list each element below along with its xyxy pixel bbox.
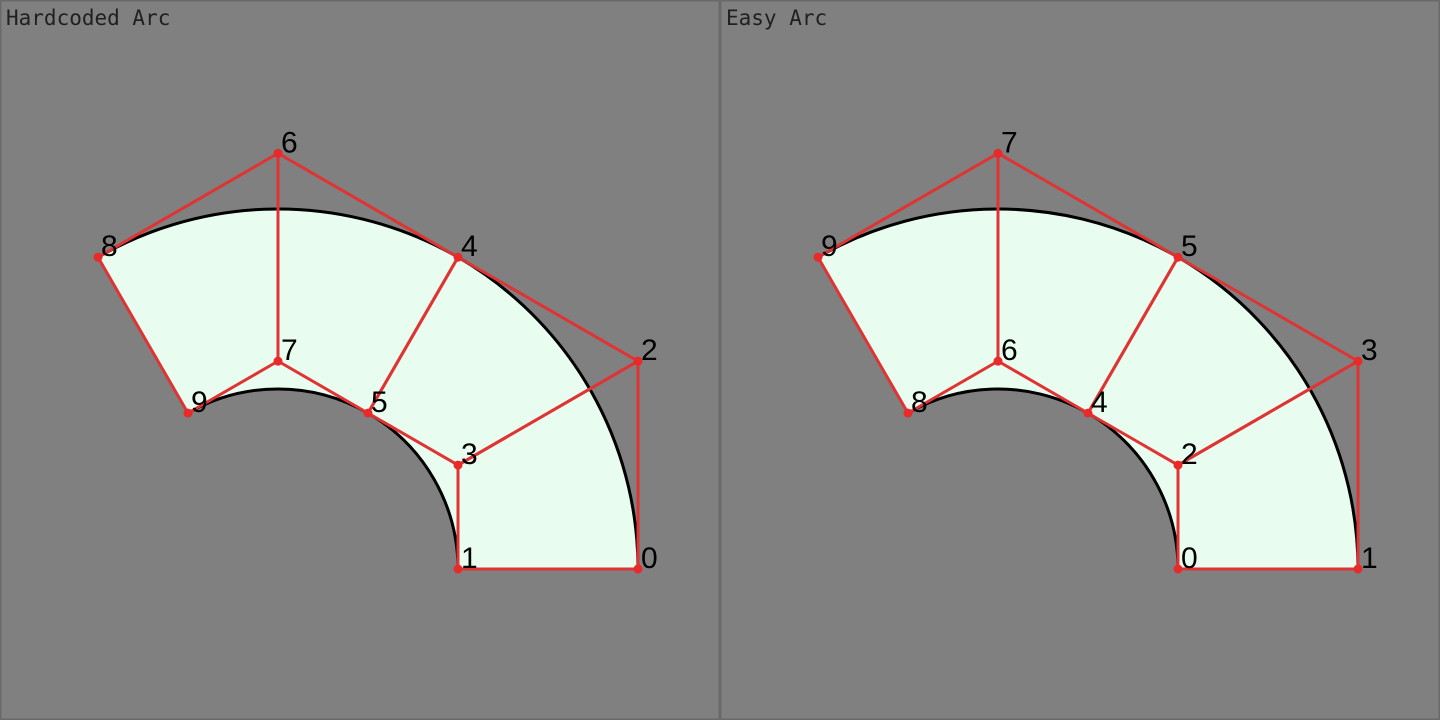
panel-border bbox=[0, 0, 720, 720]
band-fill bbox=[818, 208, 1358, 569]
panel-title: Easy Arc bbox=[726, 6, 827, 30]
control-point-4 bbox=[453, 252, 463, 262]
control-point-4 bbox=[1083, 408, 1093, 418]
control-point-5 bbox=[363, 408, 373, 418]
control-point-3 bbox=[1353, 356, 1363, 366]
control-point-7 bbox=[273, 356, 283, 366]
control-point-label-0: 0 bbox=[1181, 542, 1198, 575]
control-point-label-0: 0 bbox=[641, 542, 658, 575]
control-point-7 bbox=[993, 148, 1003, 158]
control-point-label-9: 9 bbox=[821, 230, 838, 263]
control-point-label-2: 2 bbox=[1181, 438, 1198, 471]
control-point-1 bbox=[1353, 564, 1363, 574]
arc-band bbox=[97, 207, 640, 570]
control-point-2 bbox=[633, 356, 643, 366]
control-point-0 bbox=[633, 564, 643, 574]
control-point-8 bbox=[903, 408, 913, 418]
control-point-2 bbox=[1173, 460, 1183, 470]
control-points bbox=[813, 148, 1363, 574]
control-point-label-3: 3 bbox=[461, 438, 478, 471]
control-point-label-5: 5 bbox=[1181, 230, 1198, 263]
control-point-labels: 0 1 2 3 4 5 6 7 8 9 bbox=[821, 126, 1378, 575]
band-fill bbox=[98, 208, 638, 569]
panel-hardcoded-arc: 0 1 2 3 4 5 6 7 8 9 Hardcoded Arc bbox=[0, 0, 720, 720]
control-point-8 bbox=[93, 252, 103, 262]
control-point-label-8: 8 bbox=[911, 386, 928, 419]
panel-easy-arc: 0 1 2 3 4 5 6 7 8 9 Easy Arc bbox=[720, 0, 1440, 720]
control-point-label-4: 4 bbox=[461, 230, 478, 263]
control-point-label-9: 9 bbox=[191, 386, 208, 419]
control-point-6 bbox=[993, 356, 1003, 366]
control-point-9 bbox=[183, 408, 193, 418]
control-point-label-6: 6 bbox=[1001, 334, 1018, 367]
control-point-3 bbox=[453, 460, 463, 470]
control-point-label-6: 6 bbox=[281, 126, 298, 159]
control-point-label-3: 3 bbox=[1361, 334, 1378, 367]
control-point-label-5: 5 bbox=[371, 386, 388, 419]
control-point-label-7: 7 bbox=[1001, 126, 1018, 159]
control-point-6 bbox=[273, 148, 283, 158]
control-point-label-1: 1 bbox=[1361, 542, 1378, 575]
control-points bbox=[93, 148, 643, 574]
control-point-label-4: 4 bbox=[1091, 386, 1108, 419]
arc-band bbox=[817, 207, 1360, 570]
control-point-5 bbox=[1173, 252, 1183, 262]
panel-border bbox=[720, 0, 1440, 720]
control-point-0 bbox=[1173, 564, 1183, 574]
panel-title: Hardcoded Arc bbox=[6, 6, 170, 30]
control-point-label-7: 7 bbox=[281, 334, 298, 367]
control-point-labels: 0 1 2 3 4 5 6 7 8 9 bbox=[101, 126, 658, 575]
control-point-label-1: 1 bbox=[461, 542, 478, 575]
control-point-9 bbox=[813, 252, 823, 262]
control-point-label-2: 2 bbox=[641, 334, 658, 367]
control-point-1 bbox=[453, 564, 463, 574]
control-point-label-8: 8 bbox=[101, 230, 118, 263]
